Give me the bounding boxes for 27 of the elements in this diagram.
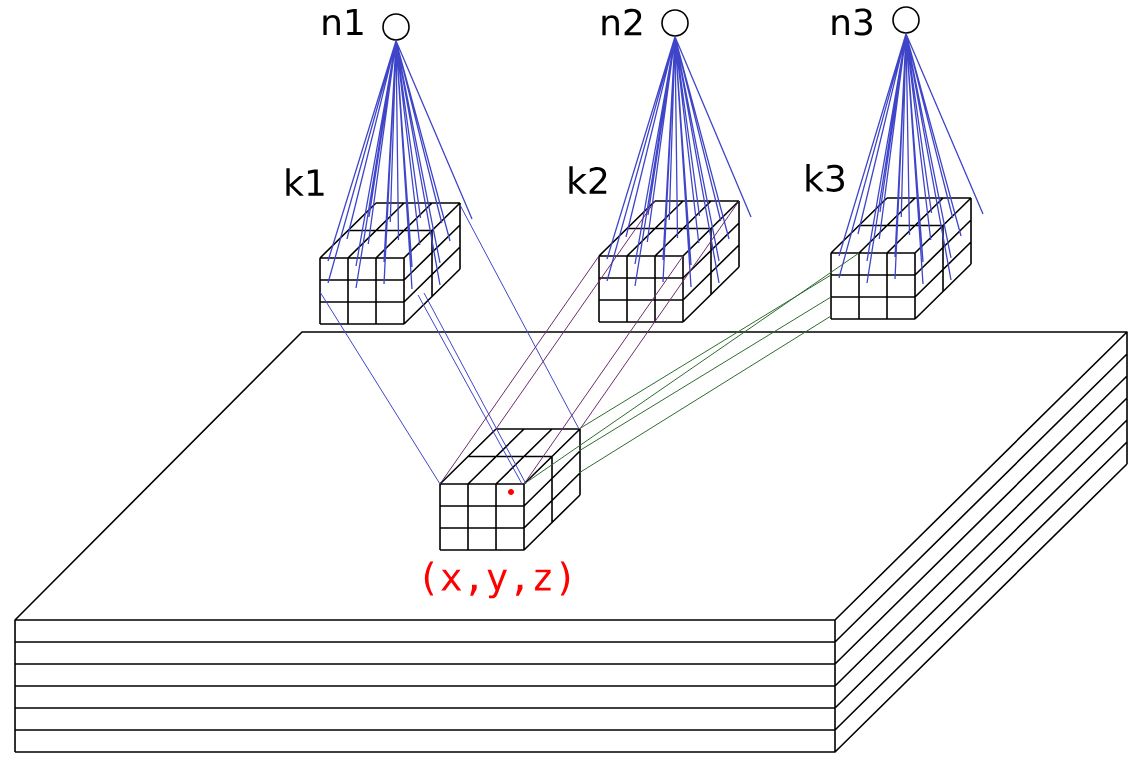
node-label: n1 <box>323 8 363 36</box>
connection-fan <box>606 36 752 288</box>
neuron-circle <box>892 6 920 34</box>
cube-grid <box>830 197 972 320</box>
node-label: (x,y,z) <box>424 561 570 599</box>
neuron-circle <box>661 9 689 37</box>
node-label: n3 <box>832 8 872 36</box>
connection-line <box>439 255 600 485</box>
neuron-circle <box>382 13 410 41</box>
node-label: k3 <box>806 164 844 192</box>
cube-grid <box>598 200 740 323</box>
connection-line <box>578 274 832 430</box>
node-label: k1 <box>286 168 324 196</box>
connection-line <box>578 296 832 452</box>
cube-grid <box>319 202 461 325</box>
node-label: k2 <box>569 166 607 194</box>
connection-line <box>459 204 580 430</box>
connection-line <box>523 252 860 485</box>
connection-line <box>523 255 684 485</box>
cube-grid <box>439 428 581 551</box>
connection-fan <box>838 33 984 285</box>
connection-line <box>319 291 441 485</box>
connection-line <box>495 200 656 430</box>
node-label: n2 <box>602 8 642 36</box>
connection-line <box>578 315 832 474</box>
connection-fan <box>327 40 473 290</box>
connection-line <box>579 200 740 430</box>
